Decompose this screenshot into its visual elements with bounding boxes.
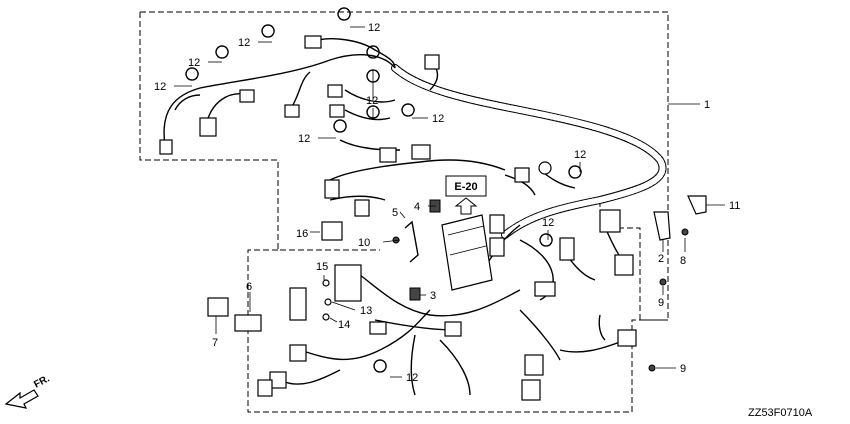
callout-12-b: 12: [238, 37, 250, 49]
washer-14: [322, 313, 330, 321]
connector: [444, 321, 462, 337]
connector: [614, 254, 634, 276]
callout-15: 15: [316, 261, 328, 273]
connector: [239, 89, 255, 103]
connector: [379, 147, 397, 163]
part-7-connector: [207, 297, 229, 317]
callout-12-a: 12: [368, 22, 380, 34]
callout-9-upper: 9: [658, 297, 664, 309]
callout-16: 16: [296, 228, 308, 240]
callout-6: 6: [246, 281, 252, 293]
part-11-clip: [687, 195, 707, 215]
connector: [524, 354, 544, 376]
callout-3: 3: [430, 290, 436, 302]
connector: [199, 117, 217, 137]
callout-10: 10: [358, 237, 370, 249]
reference-e20: E-20: [445, 175, 487, 215]
control-unit: [441, 214, 493, 291]
part-5-bracket: [404, 220, 419, 263]
bolt-8: [681, 228, 689, 236]
connector: [304, 35, 322, 49]
harness-frame-lower: [247, 249, 668, 413]
front-direction-arrow-icon: [4, 389, 39, 409]
callout-2: 2: [658, 253, 664, 265]
main-wire-bundle: [391, 64, 667, 239]
connector: [534, 281, 556, 297]
callout-11: 11: [729, 200, 740, 212]
callout-12-g: 12: [298, 133, 310, 145]
middle-connectors: [321, 161, 634, 297]
reference-label: E-20: [454, 181, 477, 193]
loose-parts: [207, 195, 707, 372]
direction-label: FR.: [32, 373, 52, 390]
connector: [521, 379, 541, 401]
harness-frame-upper: [139, 11, 669, 321]
leader-lines: [174, 26, 725, 378]
lower-connectors: [257, 264, 637, 401]
upper-connectors: [159, 35, 440, 163]
callout-13: 13: [360, 305, 372, 317]
callout-12-h: 12: [574, 149, 586, 161]
front-direction-indicator: FR.: [4, 373, 52, 409]
connector: [514, 167, 530, 183]
callout-5: 5: [392, 207, 398, 219]
connector: [289, 344, 307, 362]
callout-12-e: 12: [366, 95, 378, 107]
callout-1: 1: [704, 99, 710, 111]
connector: [334, 264, 362, 302]
connector: [354, 199, 370, 217]
connector: [324, 179, 340, 199]
part-3-clip: [409, 287, 421, 301]
callout-12-d: 12: [154, 81, 166, 93]
reference-arrow-icon: [454, 197, 478, 215]
connector: [559, 237, 575, 261]
callout-14: 14: [338, 319, 350, 331]
bolt-9-upper: [659, 278, 667, 286]
callout-12-j: 12: [406, 372, 418, 384]
callout-12-f: 12: [432, 113, 444, 125]
callout-12-i: 12: [542, 217, 554, 229]
connector: [599, 209, 621, 233]
connector: [257, 379, 273, 397]
connector: [321, 221, 343, 241]
connector: [327, 84, 343, 98]
bolt-9-lower: [648, 364, 656, 372]
connector: [284, 104, 300, 118]
part-2-bracket: [653, 211, 671, 241]
diagram-code: ZZ53F0710A: [748, 407, 813, 419]
connector: [489, 237, 505, 257]
connector: [159, 139, 173, 155]
connector: [617, 329, 637, 347]
part-6-connector: [234, 314, 262, 332]
callout-7: 7: [212, 337, 218, 349]
callout-4: 4: [414, 201, 420, 213]
connector: [489, 214, 505, 234]
connector: [369, 321, 387, 335]
washer-13: [324, 298, 332, 306]
connector: [411, 144, 431, 160]
connector: [329, 104, 345, 118]
callout-labels: 1 2 3 4 5 6 7 8 9 9 10 11 12 12 12 12 12…: [154, 22, 740, 384]
connector: [538, 161, 552, 175]
callout-9-lower: 9: [680, 363, 686, 375]
callout-12-c: 12: [188, 57, 200, 69]
washer-15: [322, 279, 330, 287]
connector: [424, 54, 440, 70]
resistor-block: [289, 287, 307, 321]
callout-8: 8: [680, 255, 686, 267]
